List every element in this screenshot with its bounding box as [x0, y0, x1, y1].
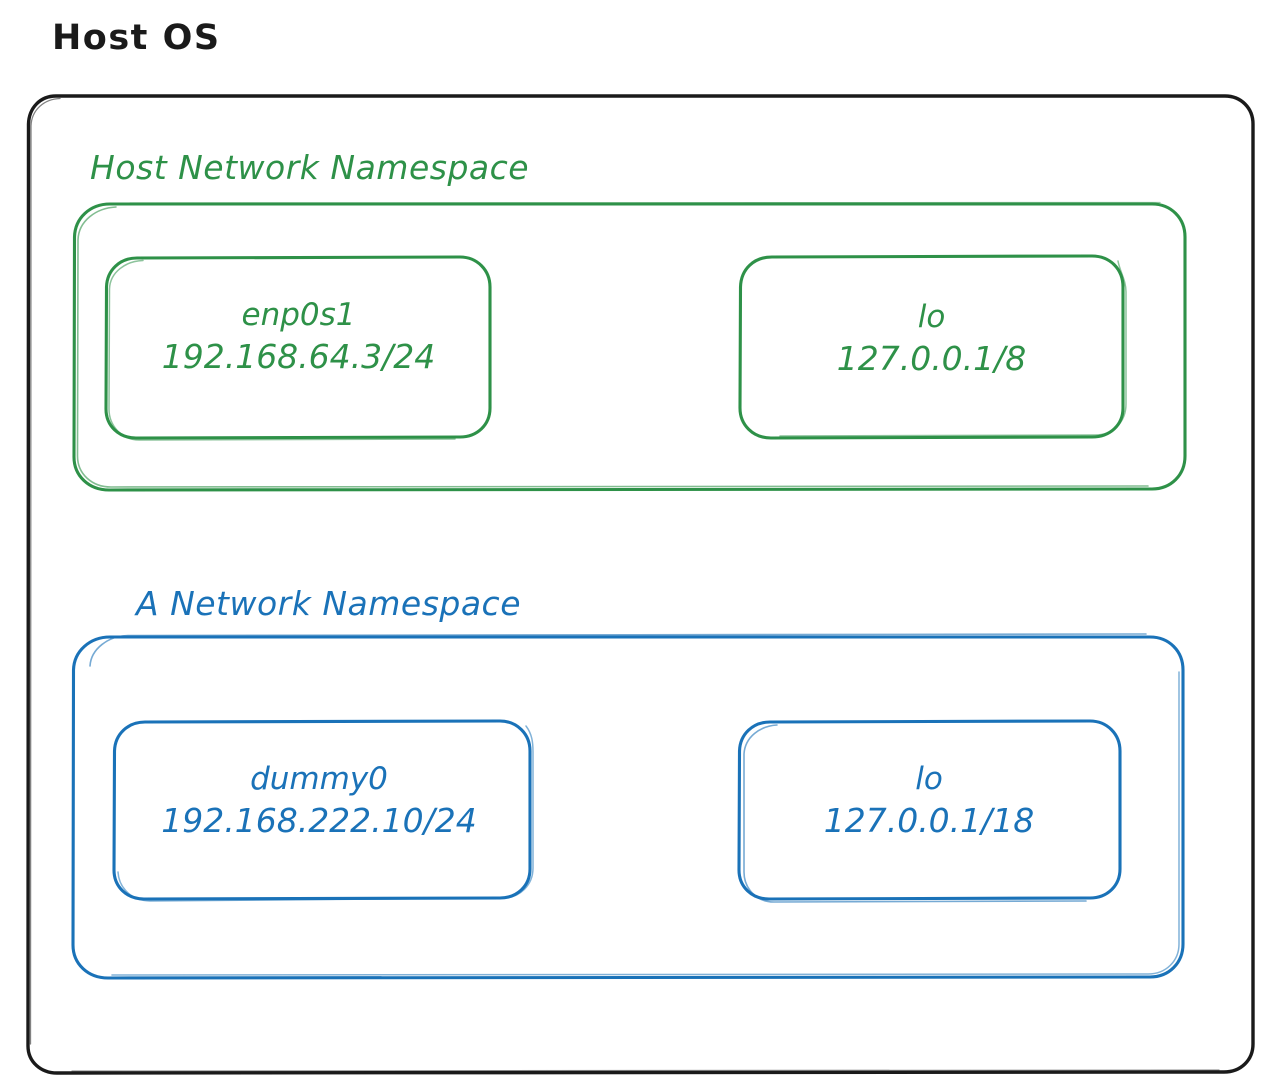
host-os-boundary	[26, 94, 1255, 1075]
interface-box-host-lo[interactable]	[738, 254, 1127, 440]
a-namespace-label: A Network Namespace	[136, 584, 522, 623]
host-namespace-label: Host Network Namespace	[90, 148, 530, 187]
interface-label-host-lo: lo 127.0.0.1/8	[740, 298, 1123, 380]
interface-label-dummy0: dummy0 192.168.222.10/24	[105, 760, 533, 842]
interface-box-ns-lo[interactable]	[737, 719, 1122, 903]
interface-label-ns-lo: lo 127.0.0.1/18	[738, 760, 1120, 842]
a-namespace-boundary	[71, 633, 1185, 980]
interface-address: 127.0.0.1/8	[836, 338, 1027, 378]
interface-box-enp0s1[interactable]	[104, 255, 492, 441]
page-title: Host OS	[52, 18, 221, 58]
interface-label-enp0s1: enp0s1 192.168.64.3/24	[105, 296, 492, 378]
interface-address: 192.168.64.3/24	[161, 336, 436, 376]
interface-name: lo	[917, 299, 946, 335]
interface-name: dummy0	[250, 761, 388, 797]
interface-name: lo	[915, 761, 943, 797]
host-namespace-boundary	[72, 201, 1187, 492]
interface-name: enp0s1	[241, 297, 356, 333]
interface-address: 192.168.222.10/24	[161, 800, 477, 840]
interface-address: 127.0.0.1/18	[823, 800, 1035, 840]
interface-box-dummy0[interactable]	[112, 719, 534, 902]
